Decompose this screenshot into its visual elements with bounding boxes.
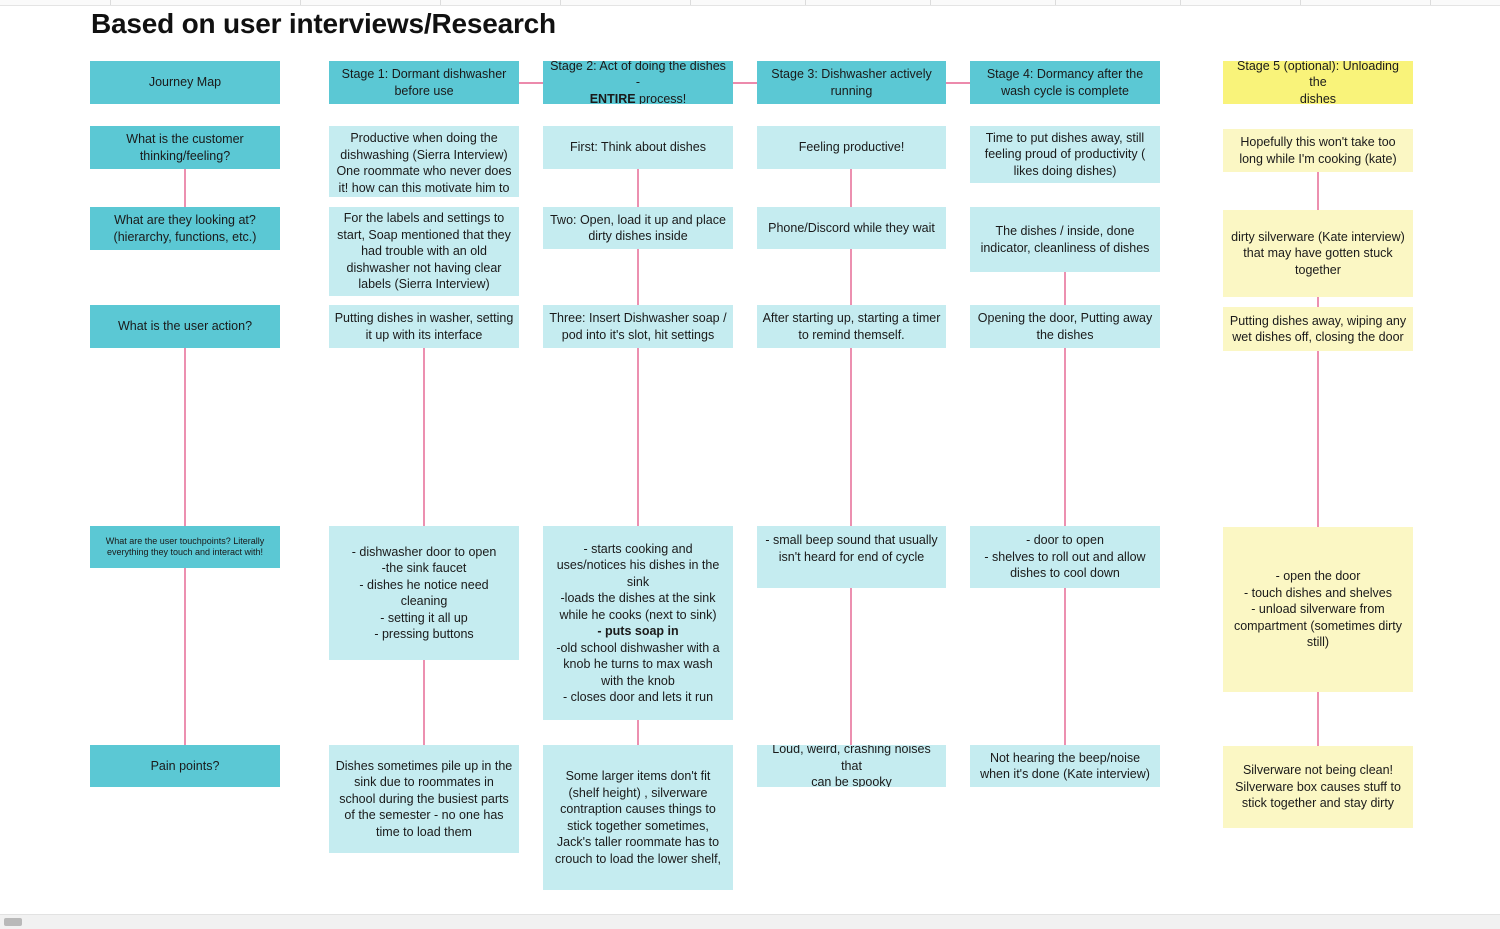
stage-5-looking-note[interactable]: dirty silverware (Kate interview) that m… (1223, 210, 1413, 297)
row-label-looking-text: What are they looking at? (hierarchy, fu… (113, 213, 257, 244)
stage-4-touchpoints-text: - door to open - shelves to roll out and… (984, 533, 1146, 580)
stage-1-header[interactable]: Stage 1: Dormant dishwasher before use (329, 61, 519, 104)
stage-2-header-text: Stage 2: Act of doing the dishes -ENTIRE… (548, 61, 728, 104)
stage-3-looking-note[interactable]: Phone/Discord while they wait (757, 207, 946, 249)
stage-1-pain-note[interactable]: Dishes sometimes pile up in the sink due… (329, 745, 519, 853)
stage-4-touchpoints-note[interactable]: - door to open - shelves to roll out and… (970, 526, 1160, 588)
stage-4-looking-text: The dishes / inside, done indicator, cle… (980, 224, 1150, 255)
stage-5-header[interactable]: Stage 5 (optional): Unloading the dishes (1223, 61, 1413, 104)
stage-5-thinking-note[interactable]: Hopefully this won't take too long while… (1223, 129, 1413, 172)
stage-5-action-note[interactable]: Putting dishes away, wiping any wet dish… (1223, 307, 1413, 351)
stage-1-touchpoints-note[interactable]: - dishwasher door to open -the sink fauc… (329, 526, 519, 660)
stage-4-header[interactable]: Stage 4: Dormancy after the wash cycle i… (970, 61, 1160, 104)
stage-1-pain-text: Dishes sometimes pile up in the sink due… (335, 758, 513, 839)
stage-2-action-note[interactable]: Three: Insert Dishwasher soap / pod into… (543, 305, 733, 348)
page-title: Based on user interviews/Research (91, 8, 556, 39)
stage-2-touchpoints-text: - starts cooking and uses/notices his di… (556, 541, 719, 706)
stage-1-looking-note[interactable]: For the labels and settings to start, So… (329, 207, 519, 296)
stage-3-action-note[interactable]: After starting up, starting a timer to r… (757, 305, 946, 348)
row-label-action[interactable]: What is the user action? (90, 305, 280, 348)
stage-4-action-note[interactable]: Opening the door, Putting away the dishe… (970, 305, 1160, 348)
stage-5-pain-text: Silverware not being clean! Silverware b… (1235, 763, 1401, 811)
stage-3-thinking-text: Feeling productive! (798, 140, 905, 155)
stage-2-action-text: Three: Insert Dishwasher soap / pod into… (549, 311, 727, 342)
stage-2-touchpoints-note[interactable]: - starts cooking and uses/notices his di… (543, 526, 733, 720)
stage-3-header-text: Stage 3: Dishwasher actively running (771, 67, 932, 98)
stage-4-thinking-text: Time to put dishes away, still feeling p… (984, 130, 1146, 178)
stage-2-pain-note[interactable]: Some larger items don't fit (shelf heigh… (543, 745, 733, 890)
stage-1-thinking-text: Productive when doing the dishwashing (S… (336, 131, 512, 195)
row-label-thinking[interactable]: What is the customer thinking/feeling? (90, 126, 280, 169)
stage-1-header-text: Stage 1: Dormant dishwasher before use (341, 67, 507, 98)
row-label-touchpoints[interactable]: What are the user touchpoints? Literally… (90, 526, 280, 568)
stage-2-looking-text: Two: Open, load it up and place dirty di… (550, 212, 726, 244)
stage-3-pain-note[interactable]: Loud, weird, crashing noises that can be… (757, 745, 946, 787)
stage-3-touchpoints-note[interactable]: - small beep sound that usually isn't he… (757, 526, 946, 588)
stage-4-action-text: Opening the door, Putting away the dishe… (977, 311, 1153, 342)
canvas-top-strip (0, 0, 1500, 6)
row-label-pain[interactable]: Pain points? (90, 745, 280, 787)
stage-5-header-text: Stage 5 (optional): Unloading the dishes (1237, 61, 1399, 104)
stage-5-touchpoints-note[interactable]: - open the door - touch dishes and shelv… (1223, 527, 1413, 692)
stage-2-touch-part-c: -old school dishwasher with a knob he tu… (556, 640, 720, 705)
stage-1-looking-text: For the labels and settings to start, So… (337, 211, 511, 292)
stage-3-action-text: After starting up, starting a timer to r… (762, 311, 941, 342)
stage-2-touch-emphasis: - puts soap in (597, 624, 679, 638)
row-label-looking[interactable]: What are they looking at? (hierarchy, fu… (90, 207, 280, 250)
stage-5-touchpoints-text: - open the door - touch dishes and shelv… (1233, 569, 1403, 650)
stage-2-header-tail: process! (635, 91, 687, 104)
stage-3-header[interactable]: Stage 3: Dishwasher actively running (757, 61, 946, 104)
stage-5-looking-text: dirty silverware (Kate interview) that m… (1231, 229, 1405, 277)
stage-5-thinking-text: Hopefully this won't take too long while… (1239, 135, 1397, 166)
stage-4-looking-note[interactable]: The dishes / inside, done indicator, cle… (970, 207, 1160, 272)
stage-1-thinking-note[interactable]: Productive when doing the dishwashing (S… (329, 126, 519, 197)
stage-3-touchpoints-text: - small beep sound that usually isn't he… (765, 533, 938, 564)
stage-4-pain-note[interactable]: Not hearing the beep/noise when it's don… (970, 745, 1160, 787)
row-label-touchpoints-text: What are the user touchpoints? Literally… (105, 535, 265, 558)
row-label-action-text: What is the user action? (117, 319, 253, 334)
stage-4-thinking-note[interactable]: Time to put dishes away, still feeling p… (970, 126, 1160, 183)
canvas-scrollbar[interactable] (0, 914, 1500, 929)
stage-3-looking-text: Phone/Discord while they wait (768, 220, 935, 235)
stage-5-action-text: Putting dishes away, wiping any wet dish… (1229, 313, 1407, 345)
stage-4-header-text: Stage 4: Dormancy after the wash cycle i… (986, 67, 1144, 98)
scrollbar-thumb[interactable] (4, 918, 22, 926)
stage-5-pain-note[interactable]: Silverware not being clean! Silverware b… (1223, 746, 1413, 828)
stage-2-header-line: Stage 2: Act of doing the dishes - (550, 61, 726, 90)
stage-3-thinking-note[interactable]: Feeling productive! (757, 126, 946, 169)
journey-map-label[interactable]: Journey Map (90, 61, 280, 104)
stage-2-header[interactable]: Stage 2: Act of doing the dishes -ENTIRE… (543, 61, 733, 104)
row-label-thinking-text: What is the customer thinking/feeling? (126, 132, 244, 163)
journey-map-text: Journey Map (148, 75, 222, 90)
stage-3-pain-text: Loud, weird, crashing noises that can be… (772, 745, 931, 787)
stage-2-thinking-note[interactable]: First: Think about dishes (543, 126, 733, 169)
stage-2-pain-text: Some larger items don't fit (shelf heigh… (554, 769, 722, 866)
stage-1-action-text: Putting dishes in washer, setting it up … (334, 311, 514, 342)
stage-2-thinking-text: First: Think about dishes (570, 140, 706, 155)
stage-2-touch-part-a: - starts cooking and uses/notices his di… (556, 541, 720, 622)
row-label-pain-text: Pain points? (150, 758, 220, 773)
stage-2-header-emphasis: ENTIRE (589, 91, 636, 104)
stage-2-looking-note[interactable]: Two: Open, load it up and place dirty di… (543, 207, 733, 249)
stage-1-action-note[interactable]: Putting dishes in washer, setting it up … (329, 305, 519, 348)
stage-4-pain-text: Not hearing the beep/noise when it's don… (980, 750, 1150, 782)
stage-1-touchpoints-text: - dishwasher door to open -the sink fauc… (351, 544, 497, 642)
